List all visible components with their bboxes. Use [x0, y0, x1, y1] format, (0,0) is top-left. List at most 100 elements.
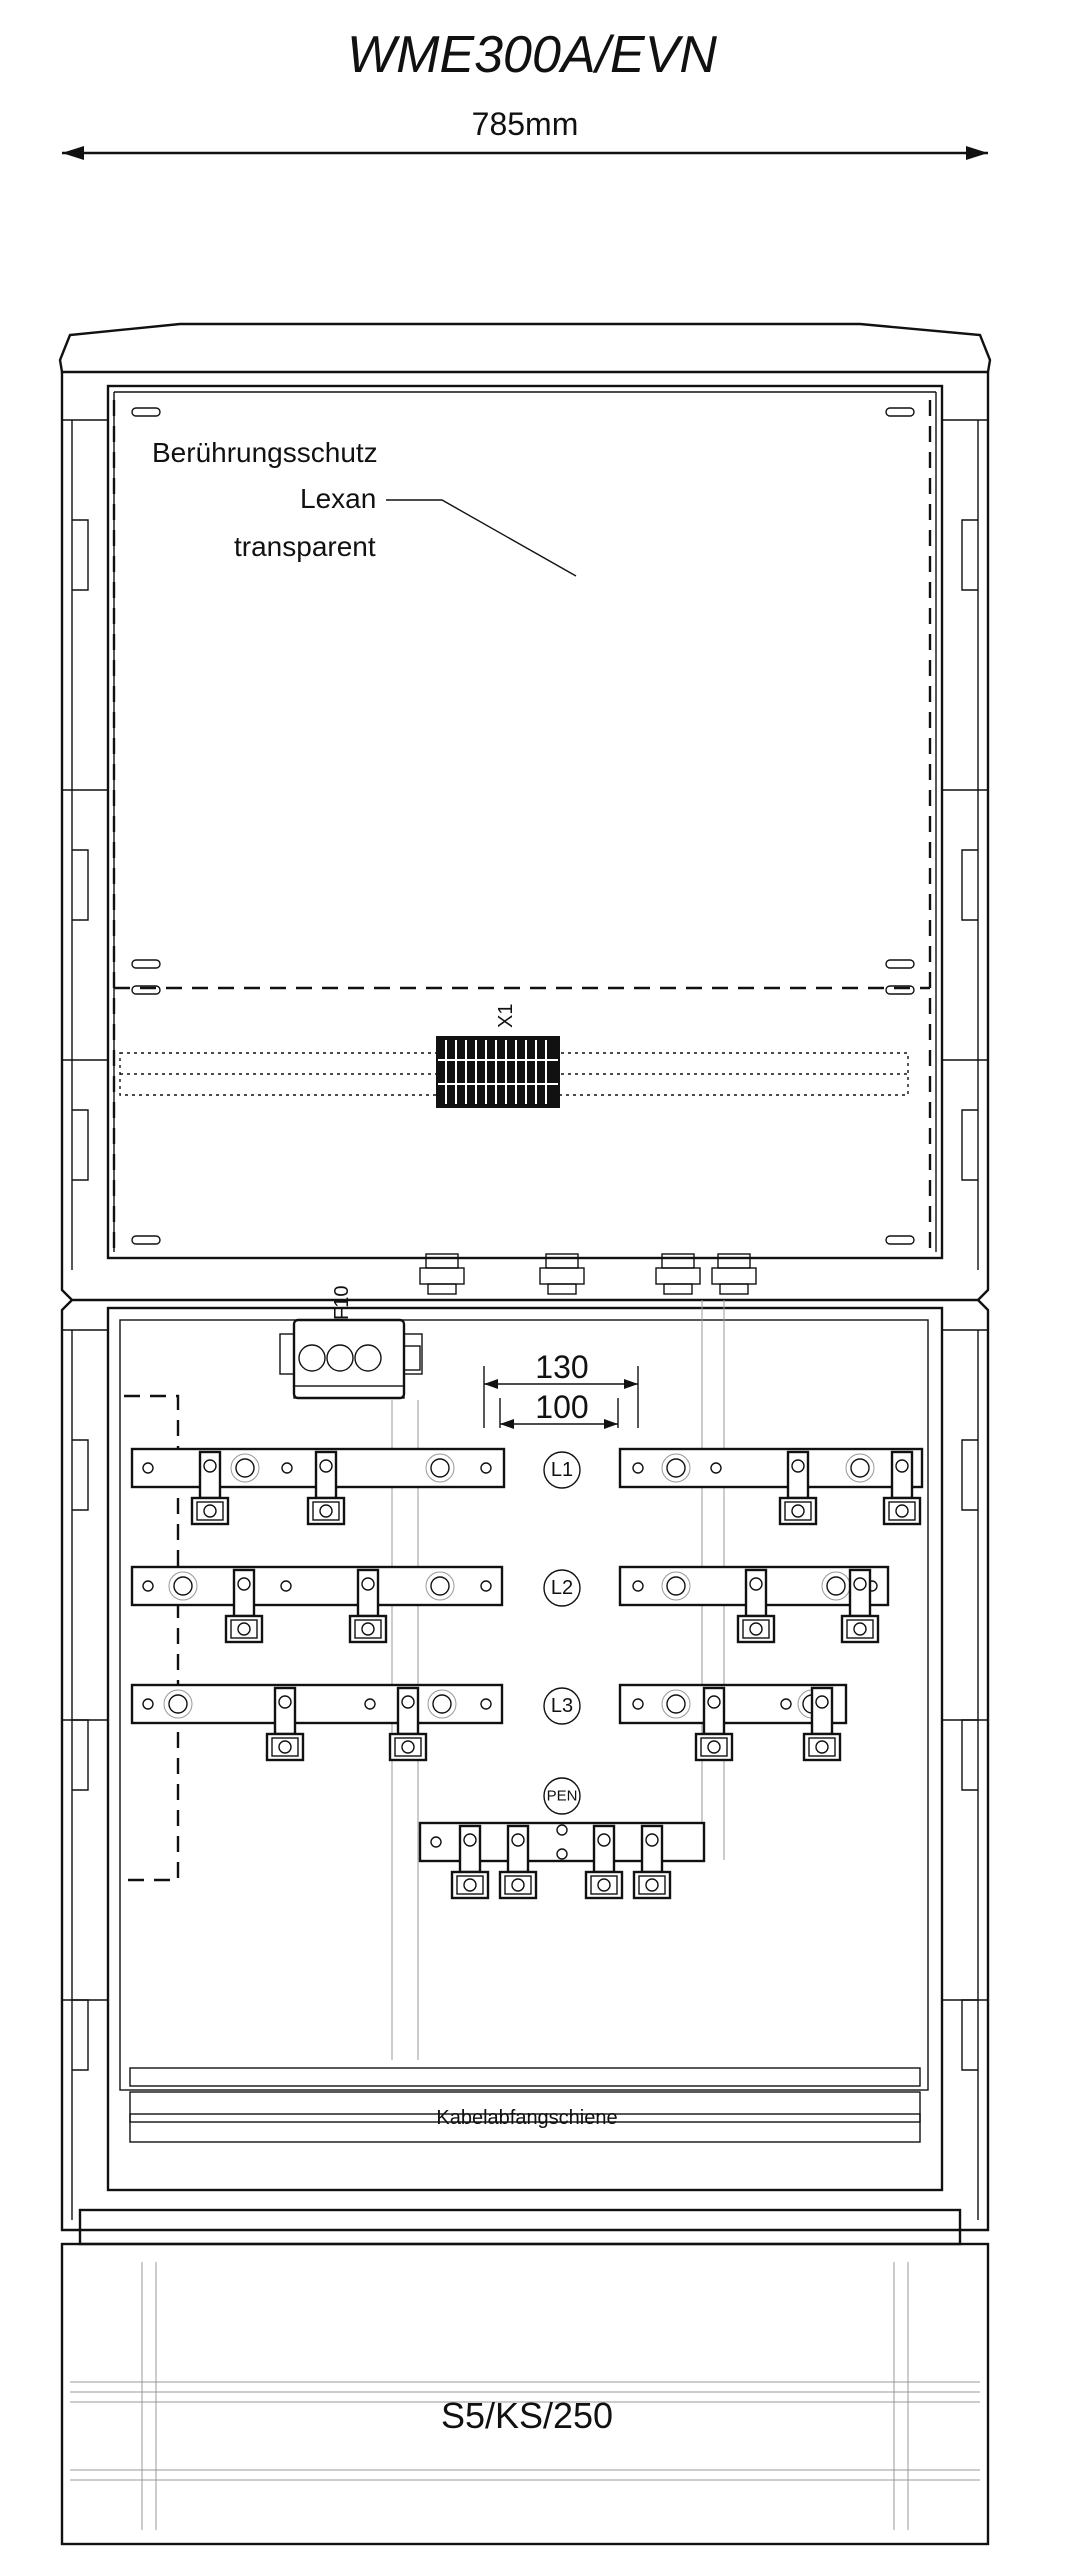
busbar-hole — [364, 1698, 376, 1710]
cable-lug-shank — [744, 1568, 768, 1618]
cable-lug-hole — [791, 1459, 805, 1473]
busbar-hole — [142, 1580, 154, 1592]
busbar-hole — [632, 1462, 644, 1474]
cable-lug-hole — [749, 1577, 763, 1591]
fuse-holder-f10 — [279, 1318, 423, 1400]
cable-lug-shank — [786, 1450, 810, 1500]
cable-lug-shank — [232, 1568, 256, 1618]
cable-lug-clamp-inner — [271, 1737, 299, 1757]
cable-lug-shank — [314, 1450, 338, 1500]
cable-lug-bolt — [361, 1622, 375, 1636]
cable-lug-bolt — [707, 1740, 721, 1754]
cable-lug-hole — [815, 1695, 829, 1709]
busbar-hole — [168, 1694, 188, 1714]
cover-label-line3: transparent — [234, 531, 376, 562]
cabinet-base — [60, 2208, 990, 2546]
busbar-hole — [666, 1576, 686, 1596]
busbar-hole — [710, 1462, 722, 1474]
busbar-hole-ring — [427, 1689, 457, 1719]
cable-lug-hole — [645, 1833, 659, 1847]
cable-lug-hole — [853, 1577, 867, 1591]
cable-lug-bolt — [511, 1878, 525, 1892]
base-label: S5/KS/250 — [441, 2395, 613, 2436]
cable-lug-bolt — [853, 1622, 867, 1636]
busbar-hole — [666, 1694, 686, 1714]
cable-lug-clamp-inner — [394, 1737, 422, 1757]
cable-lug-hole — [511, 1833, 525, 1847]
neutral-duct-outline — [124, 1394, 180, 1882]
upper-housing — [60, 372, 990, 1302]
cable-lug-clamp-inner — [456, 1875, 484, 1895]
busbar-hole-ring — [230, 1453, 260, 1483]
cable-lug-bolt — [401, 1740, 415, 1754]
overall-width-label: 785mm — [472, 106, 579, 142]
busbar-hole — [666, 1458, 686, 1478]
cable-lug-shank — [356, 1568, 380, 1618]
cable-lug-clamp-inner — [230, 1619, 258, 1639]
busbar-l1-right — [618, 1447, 924, 1489]
cable-lug-hole — [319, 1459, 333, 1473]
cable-lug-clamp-inner — [700, 1737, 728, 1757]
busbar-hole-ring — [661, 1571, 691, 1601]
busbar-hole — [142, 1462, 154, 1474]
phase-marker-l3: L3 — [543, 1687, 581, 1725]
cable-lug-bolt — [815, 1740, 829, 1754]
busbar-assembly — [130, 1447, 924, 1900]
cable-lug-clamp-inner — [196, 1501, 224, 1521]
cable-lug-shank — [273, 1686, 297, 1736]
cover-label-line2: Lexan — [300, 483, 376, 514]
busbar-hole — [430, 1576, 450, 1596]
phase-marker-l1: L1 — [543, 1451, 581, 1489]
cable-lug-clamp-inner — [888, 1501, 916, 1521]
busbar-hole — [281, 1462, 293, 1474]
cable-lug-hole — [237, 1577, 251, 1591]
busbar-l3-right — [618, 1683, 848, 1725]
cable-lug-bolt — [597, 1878, 611, 1892]
busbar-hole — [632, 1580, 644, 1592]
busbar-hole — [780, 1698, 792, 1710]
pen-label: PEN — [547, 1788, 578, 1805]
phase-label-l2: L2 — [551, 1577, 573, 1599]
cable-lug-hole — [895, 1459, 909, 1473]
cable-glands — [419, 1253, 757, 1295]
busbar-hole — [280, 1580, 292, 1592]
cable-lug-clamp-inner — [846, 1619, 874, 1639]
cable-lug-shank — [848, 1568, 872, 1618]
busbar-hole — [480, 1580, 492, 1592]
cable-lug-bolt — [645, 1878, 659, 1892]
cable-lug-clamp-inner — [354, 1619, 382, 1639]
phase-label-l3: L3 — [551, 1695, 573, 1717]
cable-lug-shank — [458, 1824, 482, 1874]
cable-lug-shank — [396, 1686, 420, 1736]
busbar-hole — [173, 1576, 193, 1596]
cable-lug-hole — [361, 1577, 375, 1591]
cable-lug-clamp-inner — [742, 1619, 770, 1639]
busbar-l2-left — [130, 1565, 504, 1607]
cable-lug-shank — [506, 1824, 530, 1874]
terminal-label: X1 — [495, 1004, 517, 1028]
pen-marker: PEN — [543, 1777, 581, 1815]
cable-lug-bolt — [463, 1878, 477, 1892]
dimension-outer-label: 130 — [535, 1349, 588, 1385]
cable-lug-hole — [278, 1695, 292, 1709]
busbar-hole-ring — [163, 1689, 193, 1719]
busbar-hole — [632, 1698, 644, 1710]
transparent-cover-outline — [112, 400, 932, 1252]
busbar-hole-ring — [661, 1453, 691, 1483]
busbar-hole — [480, 1462, 492, 1474]
busbar-hole — [235, 1458, 255, 1478]
cable-lug-hole — [203, 1459, 217, 1473]
busbar-hole — [556, 1824, 568, 1836]
cable-lug-bolt — [278, 1740, 292, 1754]
busbar-hole — [826, 1576, 846, 1596]
cable-lug-bolt — [237, 1622, 251, 1636]
busbar-hole-ring — [168, 1571, 198, 1601]
busbar-hole — [556, 1848, 568, 1860]
fuse-label: F10 — [331, 1286, 353, 1320]
cable-lug-bolt — [895, 1504, 909, 1518]
cable-lug-shank — [702, 1686, 726, 1736]
busbar-hole — [430, 1836, 442, 1848]
cable-lug-bolt — [791, 1504, 805, 1518]
dimension-inner-label: 100 — [535, 1389, 588, 1425]
